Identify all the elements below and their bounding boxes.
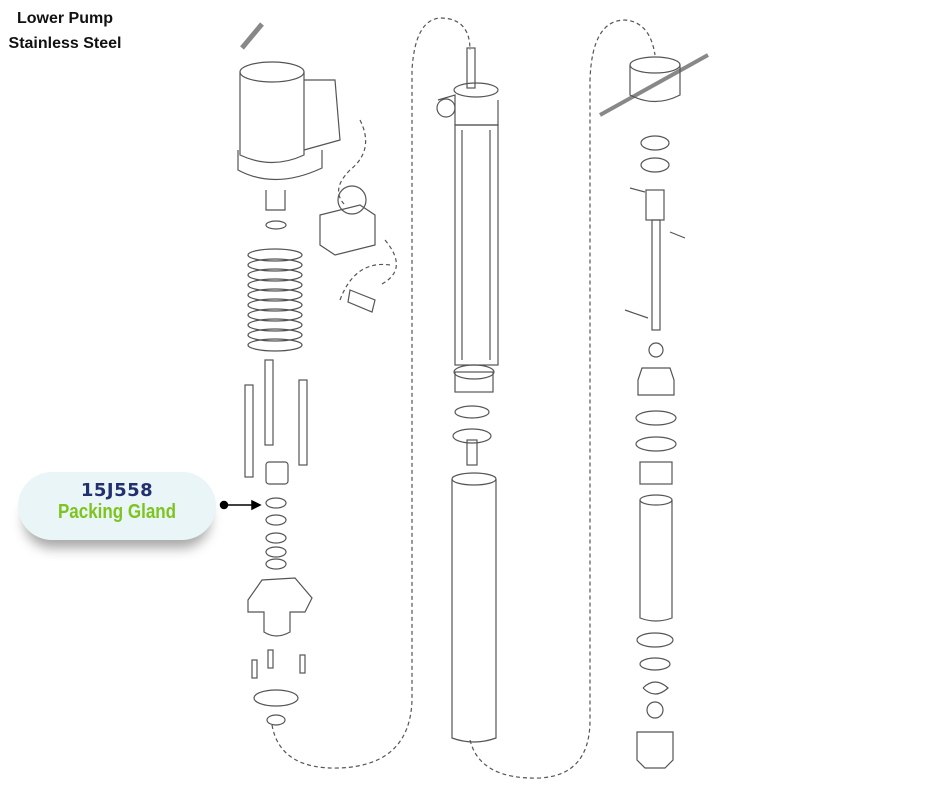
- right-column-parts: [599, 53, 709, 769]
- assembly-dashed-line: [271, 17, 656, 779]
- title-line-2: Stainless Steel: [8, 35, 122, 52]
- left-column-parts: [237, 22, 376, 726]
- part-number: 15J558: [80, 480, 154, 501]
- part-name: Packing Gland: [57, 501, 177, 523]
- title-line-1: Lower Pump: [16, 10, 113, 27]
- diagram-title: Lower Pump Stainless Steel: [0, 6, 130, 56]
- arrow-right-icon: [219, 499, 262, 511]
- part-callout[interactable]: 15J558 Packing Gland: [18, 472, 216, 540]
- middle-column-parts: [436, 47, 499, 743]
